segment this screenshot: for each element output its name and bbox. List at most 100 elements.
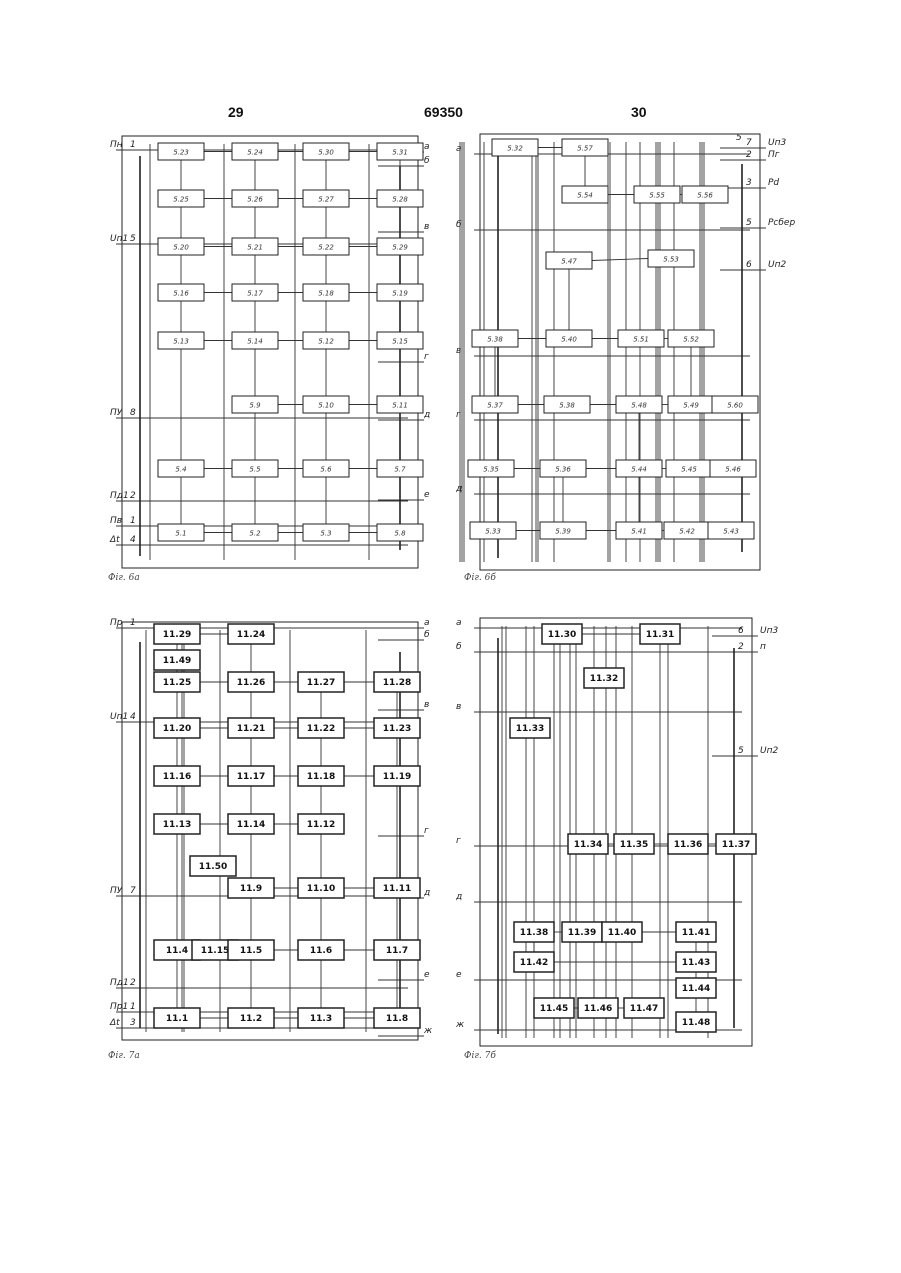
block-5-47: 5.47 <box>546 252 592 269</box>
block-label: 11.41 <box>682 928 710 938</box>
input-label: Пд1 <box>110 491 129 501</box>
block-label: 11.32 <box>590 674 618 684</box>
output-label: Uп2 <box>760 746 778 756</box>
block-label: 11.2 <box>240 1014 262 1024</box>
input-number: 3 <box>130 1018 136 1028</box>
block-5-13: 5.13 <box>158 332 204 349</box>
block-5-23: 5.23 <box>158 143 204 160</box>
input-number: 8 <box>130 408 136 418</box>
block-11-33: 11.33 <box>510 718 550 738</box>
block-label: 5.18 <box>318 290 334 298</box>
block-label: 11.21 <box>237 724 265 734</box>
figure-4: 11.3011.3111.3211.3311.3411.3511.3611.37… <box>455 618 778 1061</box>
block-11-1: 11.1 <box>154 1008 200 1028</box>
block-label: 11.22 <box>307 724 335 734</box>
block-label: 5.10 <box>318 402 334 410</box>
block-11-16: 11.16 <box>154 766 200 786</box>
input-label: Δt <box>109 1018 120 1028</box>
block-label: 5.43 <box>723 528 739 536</box>
output-number: 2 <box>746 150 752 160</box>
block-label: 5.44 <box>631 466 647 474</box>
block-5-17: 5.17 <box>232 284 278 301</box>
block-5-15: 5.15 <box>377 332 423 349</box>
block-11-30: 11.30 <box>542 624 582 644</box>
block-label: 11.34 <box>574 840 602 850</box>
block-label: 5.31 <box>392 149 408 157</box>
input-number: 1 <box>130 516 136 526</box>
output-number: 6 <box>746 260 752 270</box>
block-label: 5.1 <box>175 530 186 538</box>
block-label: 11.10 <box>307 884 335 894</box>
block-11-50: 11.50 <box>190 856 236 876</box>
block-5-38: 5.38 <box>472 330 518 347</box>
block-5-54: 5.54 <box>562 186 608 203</box>
block-label: 11.5 <box>240 946 262 956</box>
block-label: 11.15 <box>201 946 229 956</box>
block-11-49: 11.49 <box>154 650 200 670</box>
block-label: 5.51 <box>633 336 649 344</box>
block-5-40: 5.40 <box>546 330 592 347</box>
block-11-46: 11.46 <box>578 998 618 1018</box>
block-11-35: 11.35 <box>614 834 654 854</box>
output-label: ж <box>423 1026 433 1036</box>
input-number: 7 <box>130 886 136 896</box>
output-label: б <box>424 156 430 166</box>
block-label: 5.54 <box>577 192 593 200</box>
block-5-19: 5.19 <box>377 284 423 301</box>
block-label: 5.36 <box>555 466 571 474</box>
block-label: 5.55 <box>649 192 665 200</box>
block-5-27: 5.27 <box>303 190 349 207</box>
input-label: ПУ <box>110 408 123 418</box>
input-number: 2 <box>130 491 136 501</box>
block-label: 11.29 <box>163 630 191 640</box>
input-label: Пр <box>110 618 123 628</box>
block-5-39: 5.39 <box>540 522 586 539</box>
block-5-51: 5.51 <box>618 330 664 347</box>
block-label: 5.23 <box>173 149 189 157</box>
block-label: 11.6 <box>310 946 332 956</box>
block-5-46: 5.46 <box>710 460 756 477</box>
input-label: а <box>456 618 462 628</box>
block-label: 11.43 <box>682 958 710 968</box>
block-11-34: 11.34 <box>568 834 608 854</box>
figure-caption: Фіг. 6б <box>464 572 496 583</box>
corner-number: 5 <box>736 133 742 143</box>
output-number: 5 <box>738 746 744 756</box>
block-label: 5.15 <box>392 338 408 346</box>
output-label: Uп3 <box>760 626 778 636</box>
block-5-45: 5.45 <box>666 460 712 477</box>
block-11-31: 11.31 <box>640 624 680 644</box>
block-label: 11.28 <box>383 678 411 688</box>
block-label: 5.38 <box>487 336 503 344</box>
block-label: 5.27 <box>318 196 334 204</box>
block-5-20: 5.20 <box>158 238 204 255</box>
output-label: п <box>760 642 766 652</box>
input-label: Пв <box>110 516 122 526</box>
block-11-39: 11.39 <box>562 922 602 942</box>
input-label: д <box>455 892 462 902</box>
block-5-48: 5.48 <box>616 396 662 413</box>
block-11-40: 11.40 <box>602 922 642 942</box>
block-11-21: 11.21 <box>228 718 274 738</box>
block-11-29: 11.29 <box>154 624 200 644</box>
block-label: 5.39 <box>555 528 571 536</box>
block-11-24: 11.24 <box>228 624 274 644</box>
block-11-10: 11.10 <box>298 878 344 898</box>
block-label: 11.14 <box>237 820 265 830</box>
block-11-45: 11.45 <box>534 998 574 1018</box>
block-label: 11.36 <box>674 840 702 850</box>
block-5-24: 5.24 <box>232 143 278 160</box>
block-label: 11.13 <box>163 820 191 830</box>
output-number: 2 <box>738 642 744 652</box>
input-label: Uп1 <box>110 234 128 244</box>
input-label: б <box>456 642 462 652</box>
block-5-36: 5.36 <box>540 460 586 477</box>
input-label: д <box>455 484 462 494</box>
block-label: 5.17 <box>247 290 263 298</box>
block-label: 11.44 <box>682 984 710 994</box>
block-5-9: 5.9 <box>232 396 278 413</box>
block-11-8: 11.8 <box>374 1008 420 1028</box>
block-5-29: 5.29 <box>377 238 423 255</box>
block-5-12: 5.12 <box>303 332 349 349</box>
block-label: 5.30 <box>318 149 334 157</box>
